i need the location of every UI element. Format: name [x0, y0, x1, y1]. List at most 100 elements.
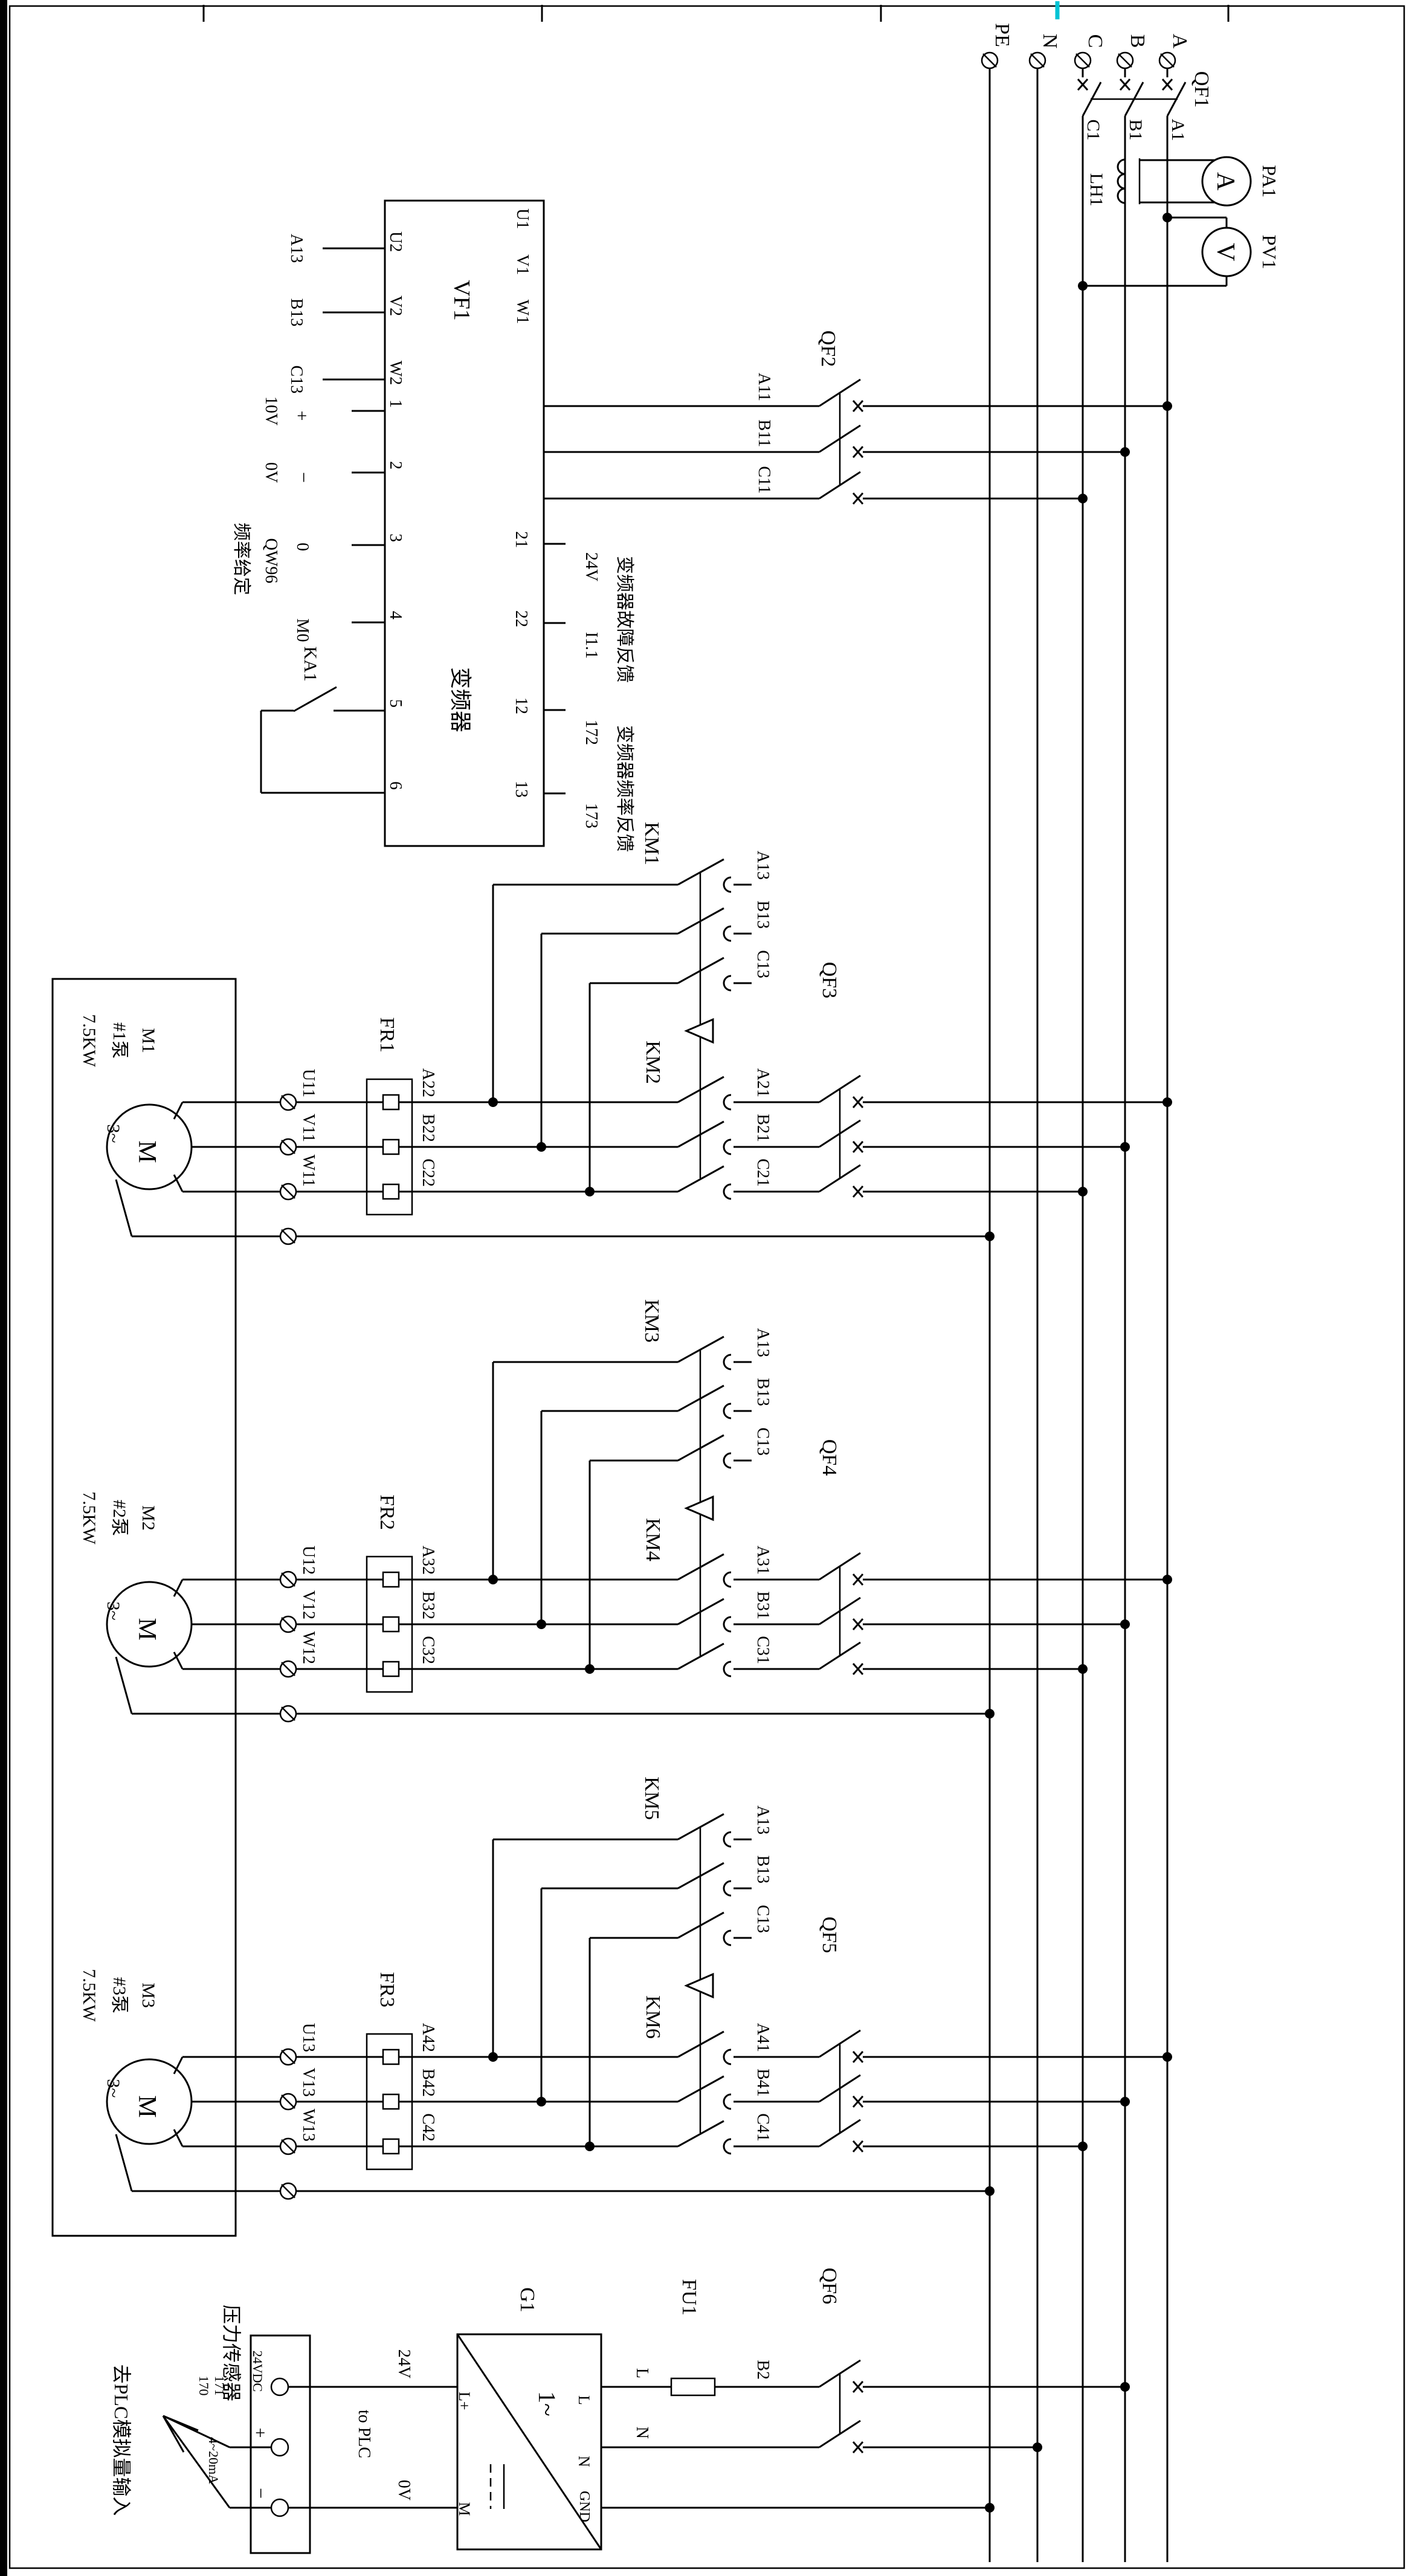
wire-n: N	[633, 2427, 651, 2439]
bus-label-pe: PE	[991, 23, 1013, 47]
wire-v13: V13	[299, 2068, 318, 2097]
wire-c11: C11	[755, 466, 773, 494]
term-v2: V2	[386, 295, 405, 316]
sensor-24vdc: 24VDC	[250, 2351, 265, 2392]
meter-a: A	[1211, 172, 1239, 191]
wire-173: 173	[582, 803, 601, 828]
wire-24v: 24V	[582, 552, 601, 581]
wire-a13-km5: A13	[753, 1806, 772, 1835]
term-6: 6	[386, 781, 405, 790]
dev-lh1: LH1	[1086, 173, 1106, 207]
wire-171: 171	[212, 2376, 227, 2396]
wire-c13-out: C13	[287, 366, 306, 394]
g1-term-lplus: L+	[456, 2392, 473, 2410]
motor2-3ph: 3~	[103, 1601, 123, 1620]
term-3: 3	[386, 534, 405, 542]
wire-170: 170	[196, 2376, 211, 2396]
wire-b13-km5: B13	[753, 1855, 772, 1884]
wire-a42: A42	[419, 2023, 437, 2052]
dev-qf1: QF1	[1190, 71, 1213, 108]
name-pump2: #2泵	[109, 1500, 129, 1536]
dev-km3: KM3	[640, 1299, 663, 1343]
wire-b13-km1: B13	[753, 900, 772, 929]
g1-term-gnd: GND	[576, 2491, 592, 2522]
wire-a22: A22	[419, 1068, 437, 1097]
dev-fu1: FU1	[678, 2279, 700, 2316]
dev-pv1: PV1	[1259, 235, 1280, 270]
wire-a32: A32	[419, 1546, 437, 1575]
control-power-branch	[162, 2333, 1130, 2554]
note-fault-fb: 变频器故障反馈	[614, 556, 634, 683]
wire-c32: C32	[419, 1636, 437, 1664]
label-10v: 10V	[262, 396, 280, 425]
wire-b31: B31	[753, 1591, 772, 1619]
wire-w12: W12	[299, 1632, 318, 1664]
note-toplc: to PLC	[355, 2410, 373, 2458]
term-u1: U1	[513, 208, 532, 229]
inverter-block	[260, 199, 566, 847]
wire-a31: A31	[753, 1546, 772, 1575]
dev-km2: KM2	[642, 1041, 664, 1084]
sensor-minus: −	[250, 2488, 272, 2499]
dev-km5: KM5	[640, 1777, 663, 1820]
wire-c31: C31	[753, 1636, 772, 1664]
wire-v11: V11	[299, 1114, 318, 1142]
wire-a21: A21	[753, 1068, 772, 1097]
wire-b41: B41	[753, 2068, 772, 2097]
g1-term-n: N	[575, 2456, 593, 2467]
term-21: 21	[512, 531, 530, 548]
wire-b1: B1	[1126, 119, 1146, 140]
motor2-m: M	[133, 1618, 161, 1640]
term-v1: V1	[513, 254, 532, 275]
label-m0: M0	[293, 619, 312, 642]
wire-a11: A11	[755, 373, 773, 401]
term-w2: W2	[386, 361, 405, 385]
wire-u12: U12	[299, 1546, 318, 1575]
dev-m3: M3	[138, 1983, 158, 2008]
wire-b11: B11	[755, 419, 773, 447]
bus-label-a: A	[1169, 34, 1191, 49]
wire-w11: W11	[299, 1155, 318, 1187]
wire-u11: U11	[299, 1069, 318, 1097]
term-1: 1	[386, 399, 405, 408]
dev-g1: G1	[516, 2287, 538, 2313]
motors-enclosure-box	[51, 978, 237, 2237]
frame-margin-bar	[0, 0, 7, 2576]
wire-g0v: 0V	[395, 2480, 413, 2500]
sensor-plus: +	[250, 2428, 270, 2438]
wire-c13-km5: C13	[753, 1905, 772, 1933]
motor1-m: M	[133, 1140, 161, 1163]
note-freq-set: 频率给定	[231, 523, 251, 595]
dev-qf2: QF2	[817, 331, 839, 367]
wire-c41: C41	[753, 2113, 772, 2142]
motor-branch-2	[107, 1337, 1172, 1722]
label-0v: 0V	[262, 462, 280, 483]
wire-l: L	[633, 2368, 651, 2378]
dev-fr3: FR3	[376, 1972, 398, 2007]
wire-a1: A1	[1168, 119, 1188, 141]
meter-v: V	[1211, 243, 1239, 261]
dev-m1: M1	[138, 1028, 158, 1053]
fuse-symbol	[670, 2377, 716, 2397]
bus-label-b: B	[1126, 34, 1149, 48]
wire-b42: B42	[419, 2068, 437, 2097]
dev-m2: M2	[138, 1505, 158, 1531]
power-m3: 7.5KW	[79, 1969, 99, 2022]
wire-a13-km1: A13	[753, 851, 772, 880]
voltmeter-symbol	[1201, 227, 1252, 277]
g1-term-l: L	[575, 2395, 593, 2405]
wire-172: 172	[582, 720, 601, 745]
motor-branch-1	[107, 859, 1172, 1244]
note-420ma: 4~20mA	[206, 2437, 221, 2484]
wire-b13-km3: B13	[753, 1378, 772, 1406]
term-2: 2	[386, 461, 405, 470]
dev-km6: KM6	[642, 1995, 664, 2039]
wire-w13: W13	[299, 2109, 318, 2142]
term-13: 13	[512, 781, 530, 798]
dev-qf4: QF4	[818, 1439, 840, 1476]
wire-c13-km3: C13	[753, 1427, 772, 1456]
wire-v12: V12	[299, 1590, 318, 1619]
